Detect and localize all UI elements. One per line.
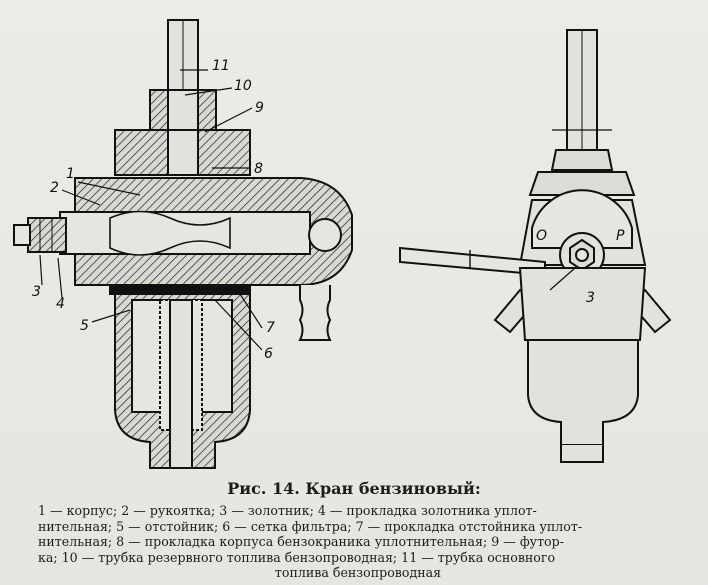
callout-2: 2 <box>50 180 59 196</box>
callout-8: 8 <box>254 161 263 177</box>
mark-open: 3 <box>586 290 595 306</box>
callout-6: 6 <box>264 346 273 362</box>
legend-line: ка; 10 — трубка резервного топлива бензо… <box>38 549 556 565</box>
callout-10: 10 <box>234 78 252 94</box>
fuel-tap-drawing: 11 10 9 8 1 2 3 4 5 6 7 <box>13 19 672 469</box>
section-view <box>13 19 353 469</box>
callout-4: 4 <box>56 296 65 312</box>
legend-line: нительная; 5 — отстойник; 6 — сетка филь… <box>38 518 583 534</box>
mark-reserve: Р <box>616 228 625 244</box>
legend-line: 1 — корпус; 2 — рукоятка; 3 — золотник; … <box>38 503 537 518</box>
legend-line: топлива бензопроводная <box>274 565 442 581</box>
mark-closed: О <box>536 228 547 244</box>
callout-labels: 11 10 9 8 1 2 3 4 5 6 7 <box>32 58 275 362</box>
side-view-marks: О Р 3 <box>536 228 625 306</box>
callout-9: 9 <box>255 100 264 116</box>
callout-7: 7 <box>266 320 275 336</box>
callout-5: 5 <box>80 318 89 334</box>
side-view <box>399 29 672 463</box>
callout-11: 11 <box>212 58 230 74</box>
legend-line: нительная; 8 — прокладка корпуса бензокр… <box>38 534 564 550</box>
callout-1: 1 <box>66 166 75 182</box>
figure-caption: Рис. 14. Кран бензиновый: <box>227 479 481 498</box>
callout-3: 3 <box>32 284 41 300</box>
figure-legend: 1 — корпус; 2 — рукоятка; 3 — золотник; … <box>38 503 678 581</box>
